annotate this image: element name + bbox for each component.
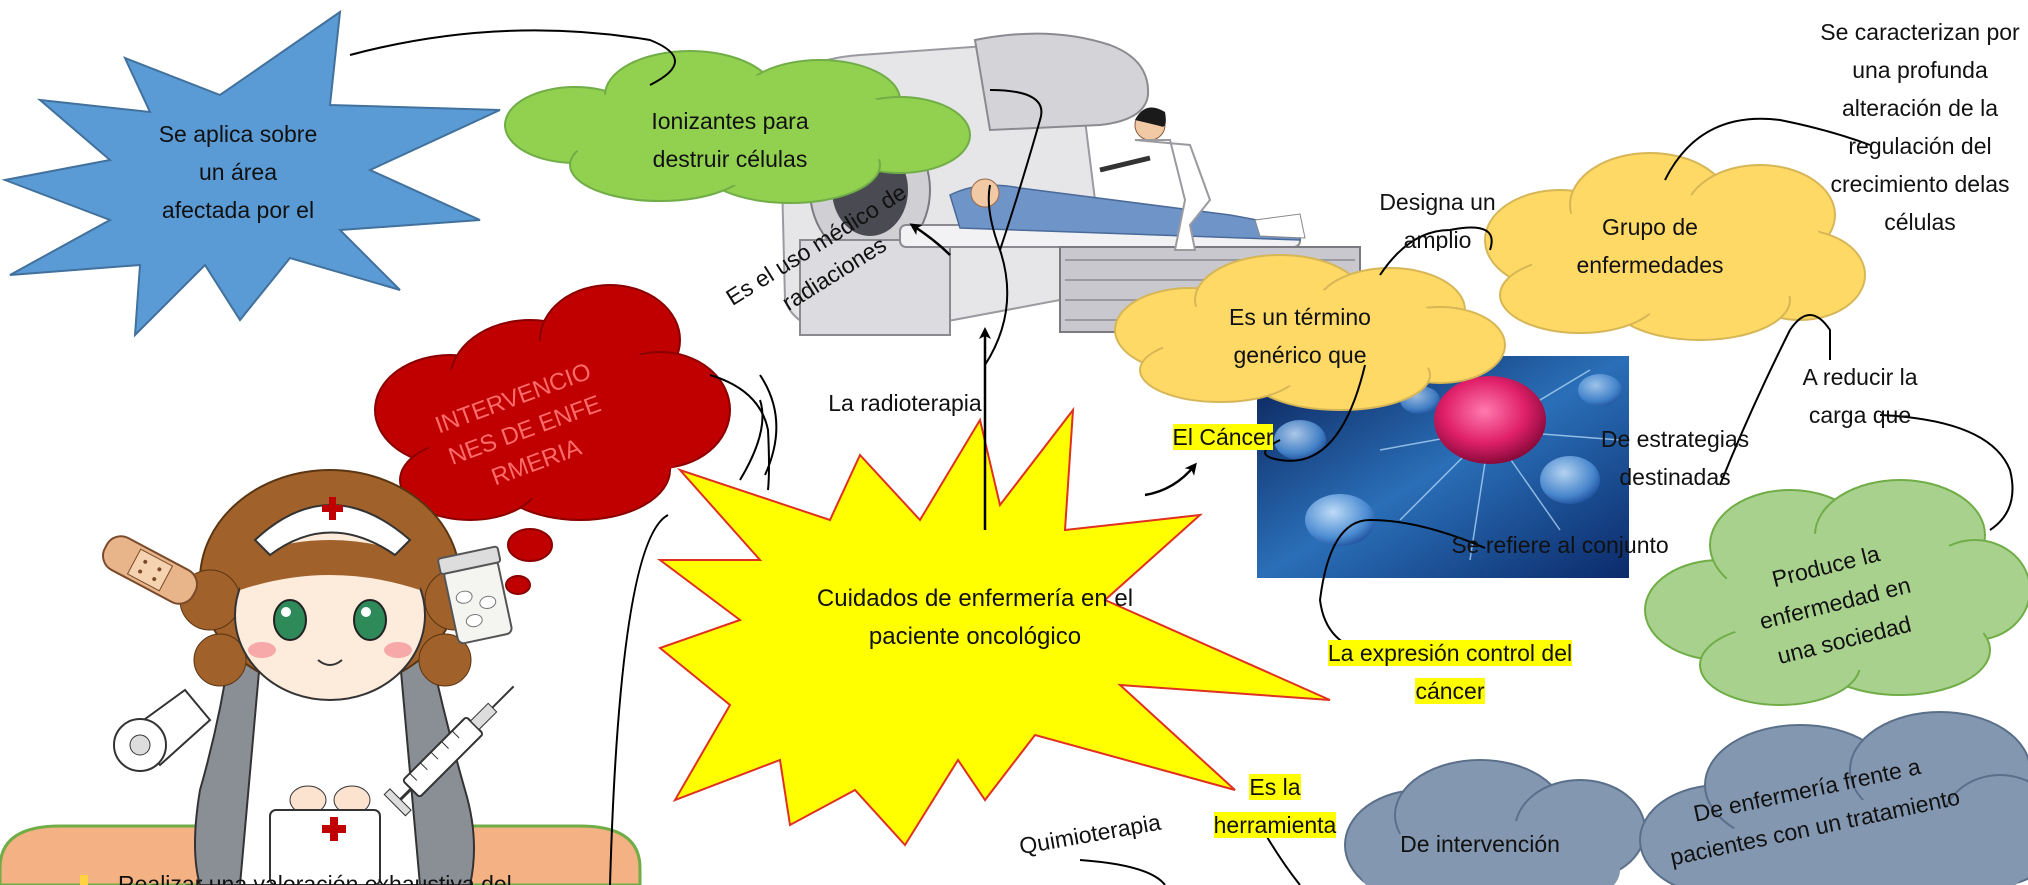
center-node-text[interactable]: Cuidados de enfermería en el paciente on… bbox=[816, 585, 1134, 650]
callout-text-row[interactable]: Realizar una valoración exhaustiva del bbox=[80, 865, 640, 885]
herramienta-label-text: Es la herramienta bbox=[1213, 774, 1337, 838]
grupo-text[interactable]: Grupo de enfermedades bbox=[1576, 214, 1724, 278]
cancer-label-text: El Cáncer bbox=[1172, 424, 1274, 450]
cancer-label[interactable]: El Cáncer bbox=[1168, 418, 1278, 456]
connector-arrows bbox=[909, 223, 1197, 530]
bullet-icon bbox=[80, 875, 88, 885]
connector-lines bbox=[349, 29, 2014, 885]
blue-star-text[interactable]: Se aplica sobre un área afectada por el bbox=[158, 121, 318, 223]
grupo-cloud-shape bbox=[1484, 152, 1866, 341]
designa-text[interactable]: Designa un amplio bbox=[1379, 189, 1496, 251]
estrategias-text[interactable]: De estrategias destinadas bbox=[1600, 426, 1750, 490]
syringe-icon bbox=[383, 685, 515, 817]
radioterapia-text[interactable]: La radioterapia bbox=[828, 390, 982, 416]
expresion-label-text: La expresión control del cáncer bbox=[1327, 640, 1573, 704]
bandage-icon bbox=[102, 535, 198, 605]
blue-star-shape bbox=[1, 9, 501, 338]
conjunto-text[interactable]: Se refiere al conjunto bbox=[1451, 532, 1669, 558]
expresion-label[interactable]: La expresión control del cáncer bbox=[1300, 634, 1600, 710]
intervenciones-cloud-shape bbox=[374, 284, 731, 595]
termino-cloud-shape bbox=[1114, 254, 1506, 411]
ionizantes-text[interactable]: Ionizantes para destruir células bbox=[651, 108, 809, 172]
produce-cloud-shape bbox=[1644, 479, 2028, 706]
callout-text: Realizar una valoración exhaustiva del bbox=[118, 871, 512, 885]
nurse-cartoon bbox=[179, 469, 486, 885]
ionizantes-cloud-shape bbox=[504, 50, 971, 204]
enfermeria-frente-cloud-shape bbox=[1639, 711, 2028, 885]
center-star-shape bbox=[657, 406, 1331, 847]
reducir-text[interactable]: A reducir la carga que bbox=[1802, 364, 1918, 428]
de-intervencion-text[interactable]: De intervención bbox=[1400, 831, 1560, 857]
caracterizan-text[interactable]: Se caracterizan por una profunda alterac… bbox=[1820, 19, 2020, 235]
tape-roll-icon bbox=[113, 688, 212, 772]
herramienta-label[interactable]: Es la herramienta bbox=[1195, 768, 1355, 844]
pill-bottle-icon bbox=[437, 545, 513, 645]
de-intervencion-cloud-shape bbox=[1344, 759, 1646, 885]
termino-text[interactable]: Es un término genérico que bbox=[1229, 304, 1371, 368]
